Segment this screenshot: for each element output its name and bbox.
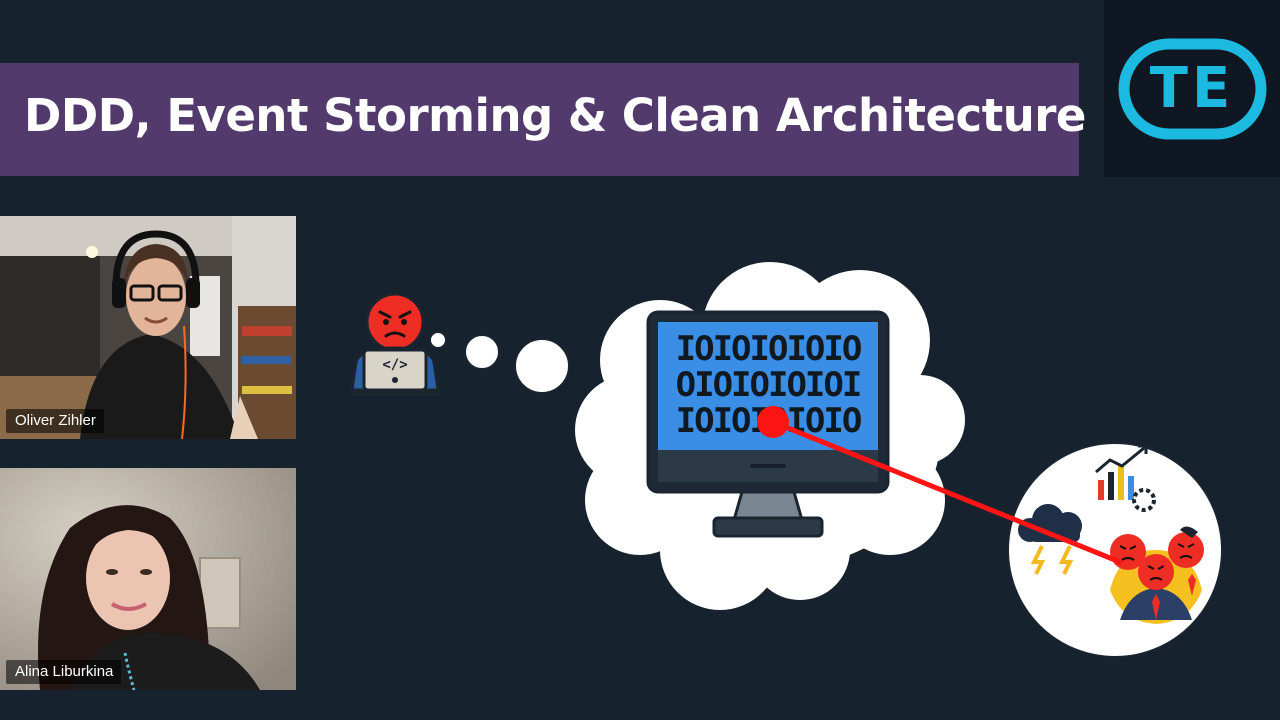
logo-text: TE xyxy=(1150,56,1234,121)
participant-avatar xyxy=(0,468,296,690)
participant-name-tag: Alina Liburkina xyxy=(6,660,122,684)
slide-title: DDD, Event Storming & Clean Architecture xyxy=(24,89,1086,142)
laser-pointer-dot xyxy=(757,406,789,438)
logo-box: TE xyxy=(1104,0,1280,177)
participant-video-1[interactable]: Oliver Zihler xyxy=(0,216,296,439)
laser-pointer-line xyxy=(770,419,1123,565)
te-logo-icon: TE xyxy=(1118,38,1267,140)
participant-name-tag: Oliver Zihler xyxy=(6,409,104,433)
svg-text:</>: </> xyxy=(382,357,407,373)
slide-illustration: </> IOIOIOIOIO xyxy=(330,250,1260,690)
angry-stakeholders-icon xyxy=(1007,442,1223,658)
participant-avatar xyxy=(0,216,296,439)
binary-row: IOIOIOIOIO xyxy=(676,329,861,369)
binary-row: OIOIOIOIOI xyxy=(676,365,861,405)
angry-developer-icon: </> xyxy=(348,292,442,396)
title-bar: DDD, Event Storming & Clean Architecture xyxy=(0,63,1086,176)
participant-video-2[interactable]: Alina Liburkina xyxy=(0,468,296,690)
illustration-canvas: </> IOIOIOIOIO xyxy=(348,262,1223,658)
